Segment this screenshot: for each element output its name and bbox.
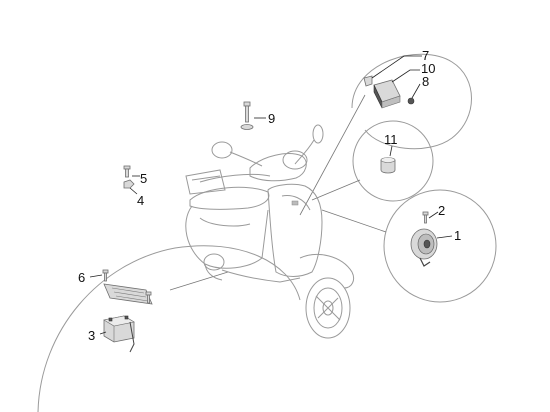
callout-2: 2: [438, 203, 445, 218]
callout-10: 10: [421, 61, 435, 76]
callout-7: 7: [422, 48, 429, 63]
callout-5: 5: [140, 171, 147, 186]
callout-4: 4: [137, 193, 144, 208]
callout-11: 11: [384, 132, 398, 147]
leader-4: [129, 187, 138, 195]
bulb-11: [380, 157, 396, 174]
callout-1: 1: [454, 228, 461, 243]
relay-bracket-10: [363, 75, 373, 87]
bulb-pointer-line: [311, 179, 361, 201]
scooter-side-panel-badge: [291, 200, 299, 206]
callout-8: 8: [422, 74, 429, 89]
strap-screw-6: [102, 269, 109, 282]
battery-strap: [103, 283, 153, 305]
strap-screw-right: [145, 291, 152, 304]
battery-detail-circle: [37, 245, 301, 412]
scooter-outline: [185, 124, 355, 339]
callout-3: 3: [88, 328, 95, 343]
bulb-detail-circle: [352, 120, 434, 202]
callout-6: 6: [78, 270, 85, 285]
horn-detail-circle: [383, 189, 497, 303]
leader-6: [89, 274, 103, 278]
horn-pointer-line: [321, 209, 387, 233]
leader-3: [99, 331, 107, 335]
relay-detail-circle: [351, 53, 472, 150]
relay-screw-8: [407, 97, 415, 105]
relay-pointer-line: [299, 94, 366, 216]
battery-pointer-line: [169, 271, 229, 291]
horn-1: [410, 228, 438, 267]
leader-2: [428, 211, 439, 219]
relay-7: [373, 79, 401, 109]
callout-9: 9: [268, 111, 275, 126]
horn-screw-2: [422, 211, 429, 224]
leader-8: [411, 83, 421, 99]
leader-11: [389, 145, 393, 157]
nut-4: [123, 179, 135, 189]
screw-5: [123, 165, 131, 178]
bolt-9: [240, 101, 254, 130]
leader-10: [391, 69, 420, 83]
battery-3: [103, 315, 135, 353]
leader-1: [436, 235, 453, 239]
leader-7: [371, 55, 422, 79]
